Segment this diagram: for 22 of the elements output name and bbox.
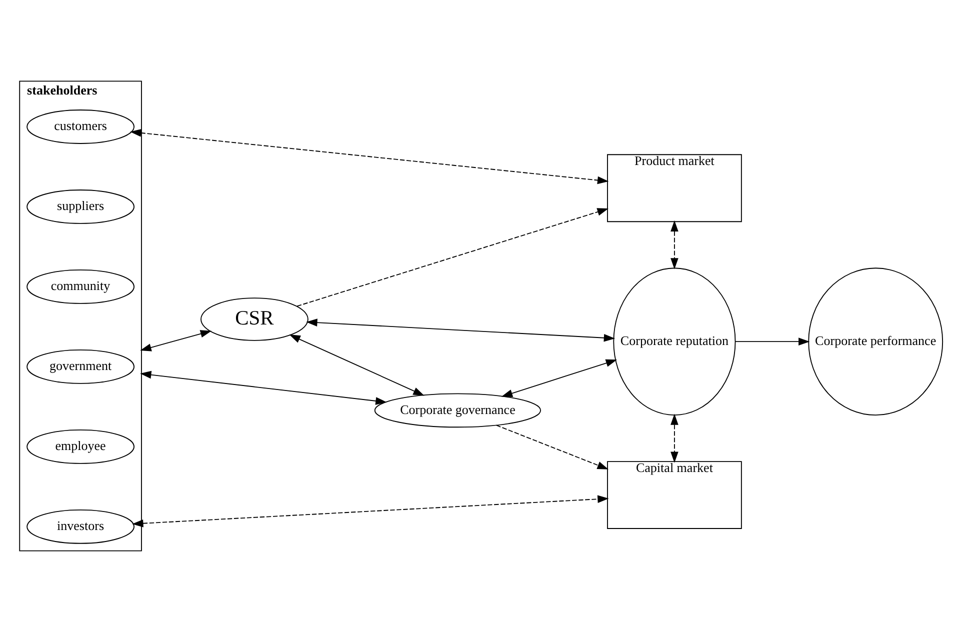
arrow bbox=[501, 358, 618, 397]
node-ellipse: employee bbox=[26, 428, 134, 464]
node-ellipse: government bbox=[26, 348, 134, 384]
node-ellipse: community bbox=[26, 269, 134, 304]
node-ellipse: suppliers bbox=[26, 189, 134, 224]
arrow bbox=[734, 337, 810, 345]
arrow bbox=[289, 334, 424, 396]
node-ellipse: Corporate reputation bbox=[613, 267, 736, 416]
arrow bbox=[130, 128, 609, 184]
arrow bbox=[140, 370, 387, 404]
arrow bbox=[496, 424, 608, 469]
node-box: Product market bbox=[607, 154, 742, 222]
arrow bbox=[306, 318, 616, 342]
node-ellipse: investors bbox=[26, 508, 134, 544]
arrow bbox=[670, 413, 678, 462]
node-box: Capital market bbox=[607, 460, 742, 528]
arrow bbox=[140, 330, 212, 351]
arrow bbox=[296, 208, 608, 306]
arrow bbox=[670, 220, 678, 269]
arrow bbox=[132, 494, 609, 527]
node-circle: Corporate performance bbox=[808, 267, 944, 416]
node-ellipse: customers bbox=[26, 109, 134, 144]
